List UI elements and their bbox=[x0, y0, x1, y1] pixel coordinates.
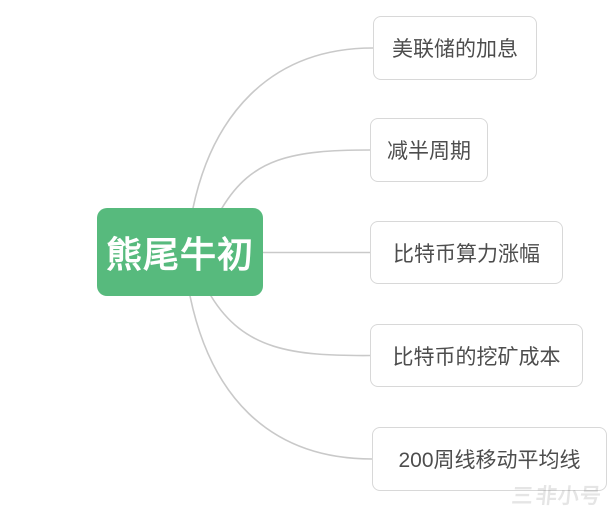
branch-node-200wma[interactable]: 200周线移动平均线 bbox=[372, 427, 607, 491]
watermark: 三 非小号 bbox=[510, 480, 603, 510]
connector-curve-branch-5 bbox=[189, 295, 373, 460]
root-node[interactable]: 熊尾牛初 bbox=[97, 208, 263, 296]
connector-curve-branch-1 bbox=[192, 47, 374, 209]
branch-node-halving-cycle[interactable]: 减半周期 bbox=[370, 118, 488, 182]
watermark-text: 非小号 bbox=[534, 485, 604, 508]
connector-curve-branch-2 bbox=[221, 149, 371, 209]
branch-node-hashrate-growth[interactable]: 比特币算力涨幅 bbox=[370, 221, 563, 284]
branch-node-fed-rate-hike[interactable]: 美联储的加息 bbox=[373, 16, 537, 80]
connector-curve-branch-4 bbox=[210, 295, 371, 357]
branch-node-label: 200周线移动平均线 bbox=[398, 449, 581, 472]
branch-node-mining-cost[interactable]: 比特币的挖矿成本 bbox=[370, 324, 583, 387]
branch-node-label: 减半周期 bbox=[387, 140, 471, 163]
branch-node-label: 比特币的挖矿成本 bbox=[392, 345, 561, 369]
feixiaohao-logo-icon: 三 bbox=[510, 485, 536, 508]
branch-node-label: 比特币算力涨幅 bbox=[393, 242, 540, 266]
root-node-label: 熊尾牛初 bbox=[105, 234, 254, 275]
branch-node-label: 美联储的加息 bbox=[392, 38, 518, 61]
